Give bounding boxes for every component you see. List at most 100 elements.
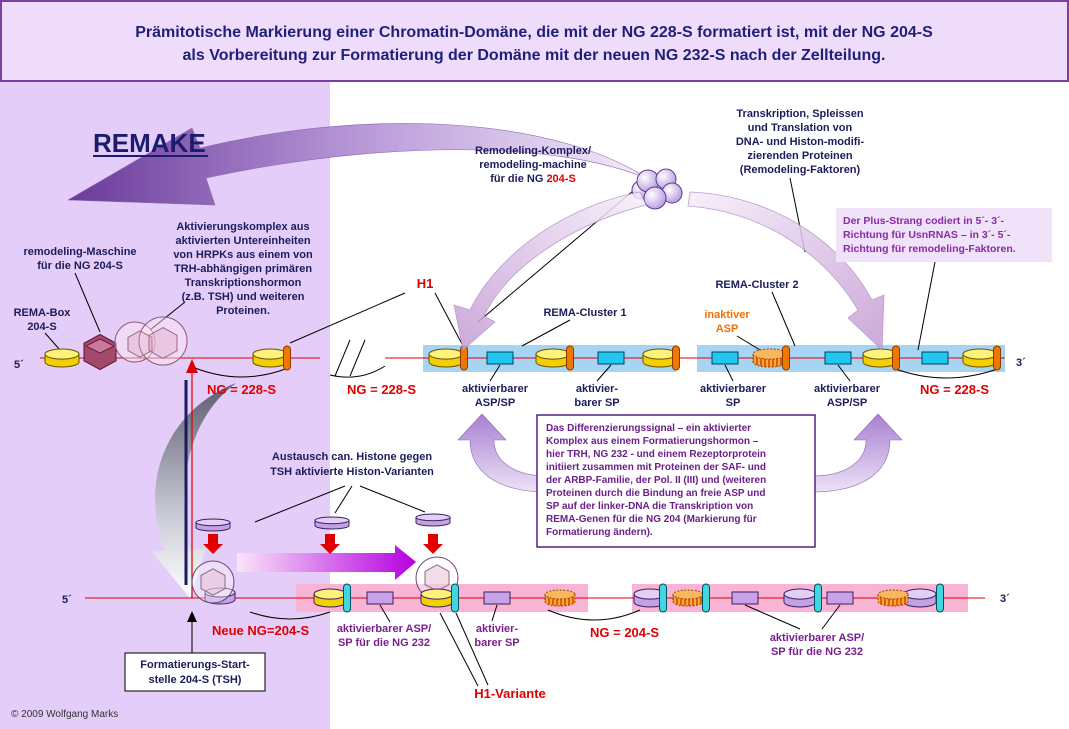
- copyright: © 2009 Wolfgang Marks: [11, 709, 118, 720]
- h1-histone: [892, 345, 900, 371]
- inactive-asp-nucleosome-top: [877, 589, 909, 600]
- sp-site: [826, 591, 854, 605]
- bottom-three-prime: 3´: [1000, 593, 1010, 605]
- histone-variant: [195, 518, 231, 532]
- inactive-asp-nucleosome: [752, 348, 788, 368]
- bottom-site-label: barer SP: [474, 637, 519, 649]
- inaktiver-asp-label: inaktiver: [704, 309, 750, 321]
- inactive-asp-nucleosome-top: [544, 589, 576, 600]
- start-arrowhead: [187, 611, 197, 622]
- aktivierungskomplex-label: von HRPKs aus einem von: [173, 249, 313, 261]
- transkription-label: DNA- und Histon-modifi-: [736, 136, 865, 148]
- leader-line: [455, 612, 489, 686]
- plus-strang-text: Der Plus-Strang codiert in 5´- 3´-: [843, 215, 1005, 227]
- ng-bracket: [194, 367, 289, 378]
- bottom-site-label: aktivier-: [476, 623, 519, 635]
- strand-break-mark: [334, 339, 366, 377]
- h1-variant: [814, 583, 822, 613]
- aktivierungskomplex-label: (z.B. TSH) und weiteren: [182, 291, 305, 303]
- top-site-label: SP: [726, 397, 741, 409]
- differenzierung-text: Formatierung ändern).: [546, 527, 653, 538]
- remodeling-machine-face: [85, 338, 115, 354]
- activation-complex-subunit: [148, 327, 178, 359]
- top-site-label: aktivier-: [576, 383, 619, 395]
- ng-bracket: [892, 367, 1001, 379]
- leader-line: [821, 604, 841, 630]
- activation-complex-sphere: [114, 321, 156, 363]
- h1-label: H1: [417, 276, 434, 291]
- differenzierung-text: REMA-Genen für die NG 204 (Markierung fü…: [546, 514, 757, 525]
- startstelle-label: stelle 204-S (TSH): [149, 674, 242, 686]
- h1-histone: [566, 345, 574, 371]
- leader-line: [334, 485, 353, 514]
- leader-line: [289, 292, 406, 344]
- activation-complex-sphere: [138, 316, 188, 366]
- histone-variant-top: [195, 518, 231, 527]
- h1-variant: [659, 583, 667, 613]
- h1-histone: [672, 345, 680, 371]
- remodeling-komplex-label-part: für die NG: [490, 173, 546, 185]
- bottom-site-label: SP für die NG 232: [338, 637, 430, 649]
- sp-site: [921, 351, 949, 365]
- h1-histone: [993, 345, 1001, 371]
- histone-variant-nucleosome: [783, 588, 817, 608]
- ng-bracket: [547, 609, 641, 621]
- differenzierung-text: hier TRH, NG 232 - und einem Rezeptorpro…: [546, 449, 766, 460]
- activation-complex-subunit: [127, 330, 153, 358]
- h1-histone: [283, 345, 291, 371]
- inactive-asp-nucleosome: [544, 589, 576, 607]
- rema-box-label: 204-S: [27, 321, 56, 333]
- ng-bracket: [249, 611, 331, 620]
- ng-228-label: NG = 228-S: [920, 382, 989, 397]
- left-curved-arrow: [453, 191, 647, 351]
- remake-arrow: [66, 123, 651, 206]
- nucleosome: [313, 588, 347, 608]
- plus-strang-text: Richtung für UsnRNAS – in 3´- 5´-: [843, 229, 1011, 241]
- aktivierungskomplex-label: TRH-abhängigen primären: [174, 263, 312, 275]
- sp-site: [597, 351, 625, 365]
- right-curved-arrow: [687, 191, 885, 351]
- histone-variant: [314, 516, 350, 530]
- leader-line: [744, 604, 801, 630]
- plus-strang-box: [836, 208, 1052, 262]
- left-lower-arrow: [457, 413, 549, 493]
- histone-variant-top: [415, 513, 451, 522]
- right-lower-arrow: [811, 413, 903, 493]
- nucleosome: [428, 348, 464, 368]
- rema-cluster-2-label: REMA-Cluster 2: [715, 279, 798, 291]
- top-site-label: aktivierbarer: [700, 383, 767, 395]
- remake-heading: REMAKE: [93, 128, 206, 158]
- leader-line: [736, 335, 761, 351]
- leader-line: [489, 364, 501, 382]
- nucleosome: [420, 588, 454, 608]
- remodeling-komplex-label: remodeling-machine: [479, 159, 587, 171]
- sp-site: [483, 591, 511, 605]
- transkription-label: Transkription, Spleissen: [736, 108, 863, 120]
- ng-228-label: NG = 228-S: [207, 382, 276, 397]
- ng-228-label: NG = 228-S: [347, 382, 416, 397]
- inactive-asp-nucleosome-top: [672, 589, 704, 600]
- leader-line: [771, 291, 796, 347]
- transkription-label: zierenden Proteinen: [747, 150, 852, 162]
- nucleosome: [252, 348, 288, 368]
- differenzierung-text: SP auf der linker-DNA die Transkription …: [546, 501, 753, 512]
- remodeling-komplex-ng: 204-S: [546, 173, 575, 185]
- h1-variant: [936, 583, 944, 613]
- austausch-label: Austausch can. Histone gegen: [272, 451, 432, 463]
- nucleosome-top: [862, 348, 898, 360]
- nucleosome-top: [313, 588, 347, 600]
- h1-variant: [451, 583, 459, 613]
- leader-line: [74, 272, 101, 333]
- rema-box-label: REMA-Box: [14, 307, 72, 319]
- leader-line: [724, 364, 734, 382]
- leader-line: [44, 332, 61, 351]
- nucleosome-top: [420, 588, 454, 600]
- red-down-arrow: [320, 534, 340, 554]
- h1-variant: [702, 583, 710, 613]
- inactive-asp-nucleosome: [877, 589, 909, 607]
- red-down-arrow: [423, 534, 443, 554]
- remodeling-complex-ghost-core: [424, 564, 450, 592]
- leader-line: [596, 364, 612, 382]
- leader-line: [359, 485, 426, 513]
